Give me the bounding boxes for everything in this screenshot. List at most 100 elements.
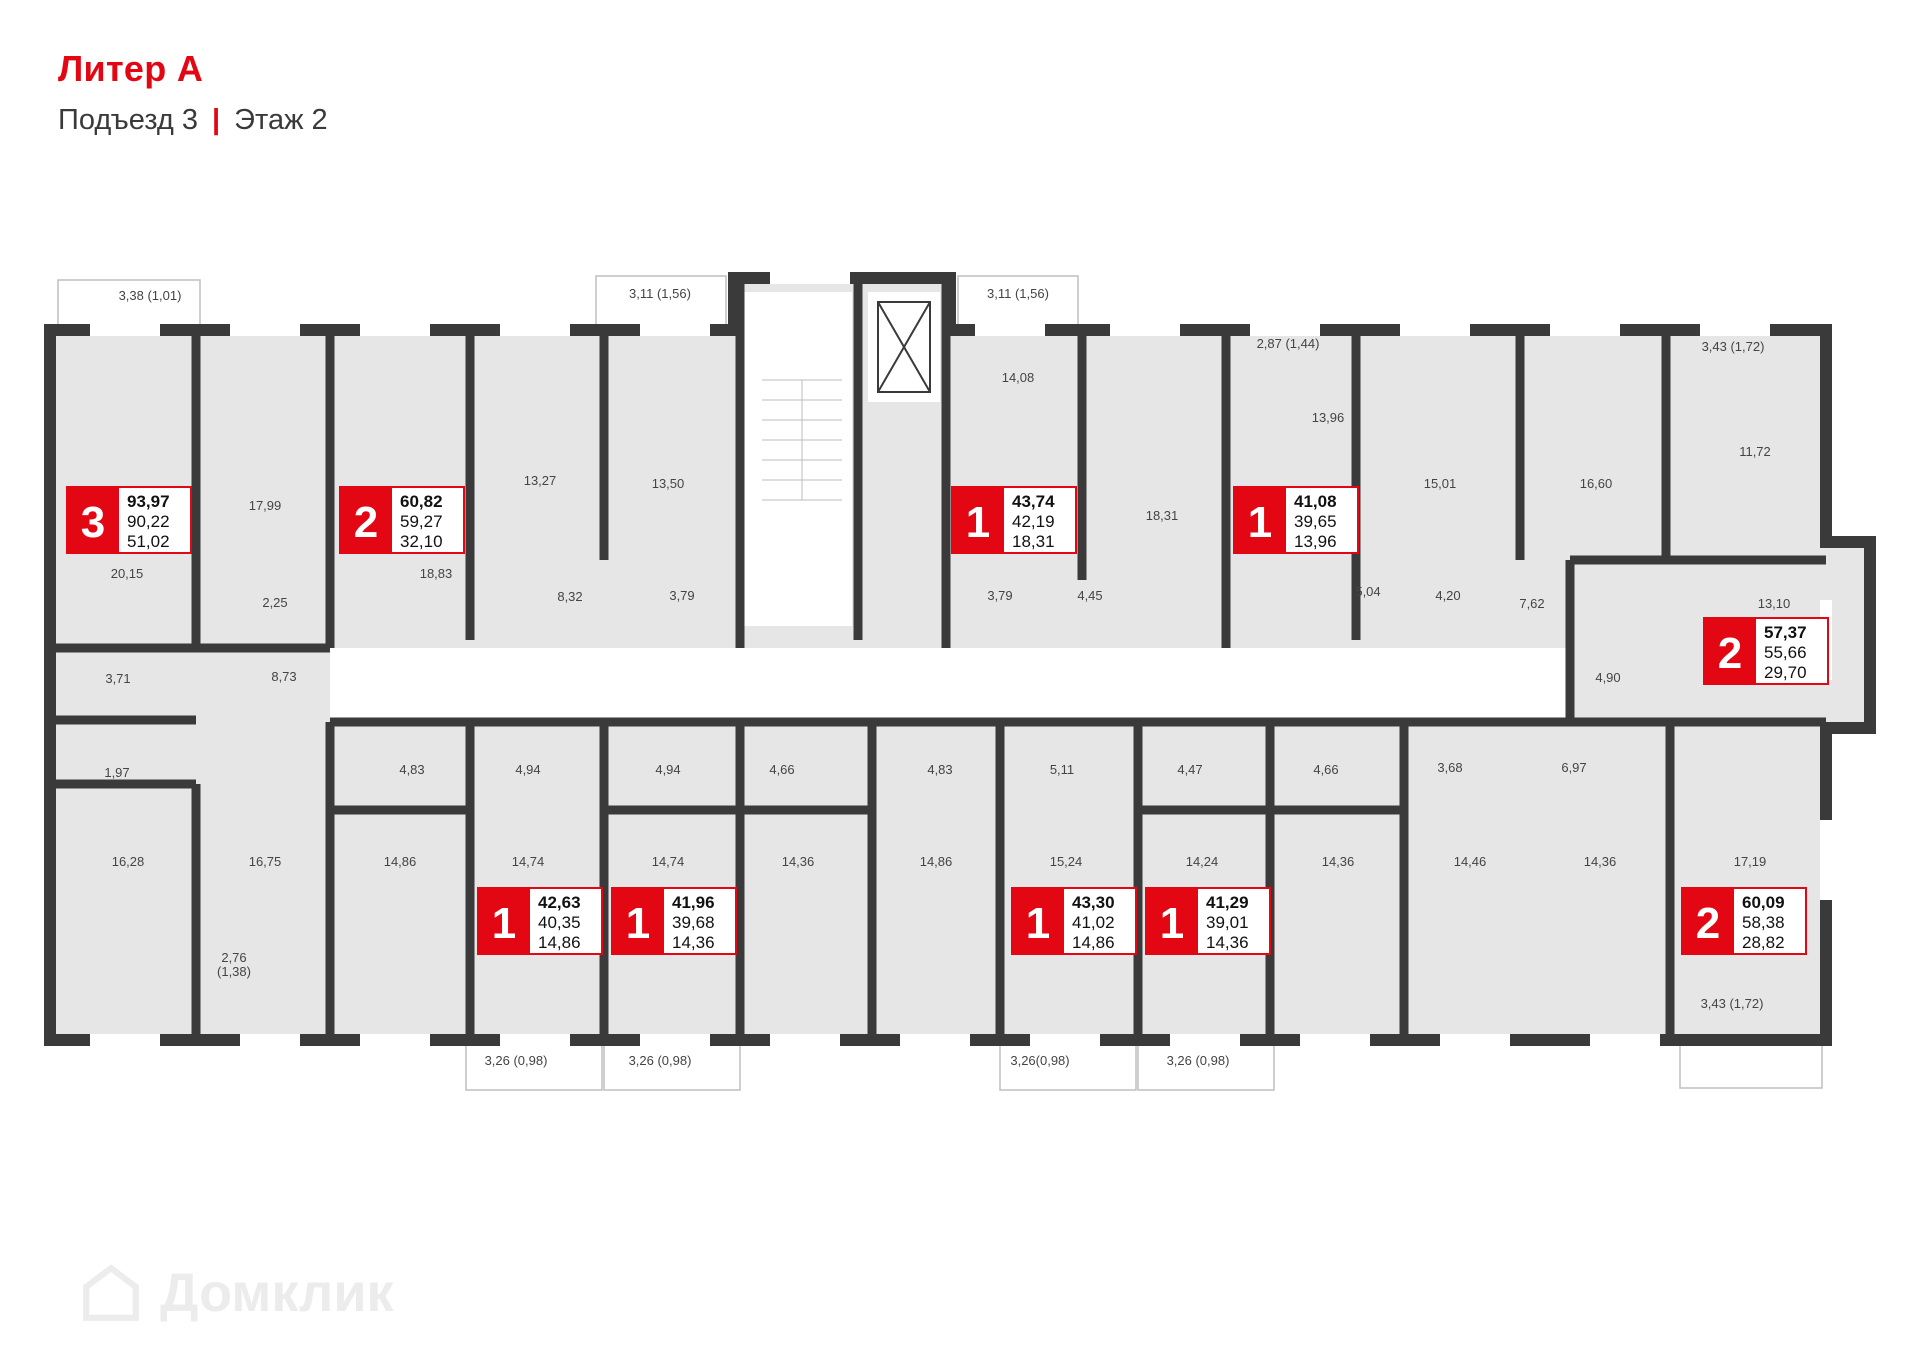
room-area-label: 3,43 (1,72) <box>1702 339 1765 354</box>
room-area-label: 3,38 (1,01) <box>119 288 182 303</box>
rooms-count: 3 <box>81 498 105 547</box>
room-area-label: 14,36 <box>1584 854 1617 869</box>
room-area-label: 13,27 <box>524 473 557 488</box>
room-area-label: 4,66 <box>769 762 794 777</box>
badge-rooms-box <box>478 888 530 954</box>
room-area-label: 3,68 <box>1437 760 1462 775</box>
room-area-label: 16,60 <box>1580 476 1613 491</box>
room-area-label: 2,87 (1,44) <box>1257 336 1320 351</box>
area-no-balcony: 59,27 <box>400 512 443 531</box>
room-area-label: 18,83 <box>420 566 453 581</box>
room-area-label: 2,25 <box>262 595 287 610</box>
room-area-label: 11,72 <box>1739 444 1771 459</box>
rooms-count: 1 <box>966 498 990 547</box>
room-area-label: (1,38) <box>217 964 251 979</box>
room-area-label: 14,74 <box>652 854 685 869</box>
area-no-balcony: 55,66 <box>1764 643 1807 662</box>
room-area-label: 3,11 (1,56) <box>629 286 691 301</box>
room-area-label: 14,08 <box>1002 370 1035 385</box>
room-area-label: 14,86 <box>384 854 417 869</box>
room-labels: 3,38 (1,01) 3,11 (1,56) 3,11 (1,56) 2,87 (1… <box>104 286 1790 1068</box>
living-area: 13,96 <box>1294 532 1337 551</box>
room-area-label: 14,46 <box>1454 854 1487 869</box>
balcony <box>603 1039 741 1091</box>
room-area-label: 3,26(0,98) <box>1010 1053 1069 1068</box>
windows <box>90 272 1832 1046</box>
room-area-label: 3,26 (0,98) <box>485 1053 548 1068</box>
room-area-label: 1,97 <box>104 765 129 780</box>
area-no-balcony: 42,19 <box>1012 512 1055 531</box>
room-area-label: 3,79 <box>669 588 694 603</box>
total-area: 41,29 <box>1206 893 1249 912</box>
floor-label: Этаж 2 <box>234 104 328 136</box>
room-area-label: 20,15 <box>111 566 144 581</box>
area-no-balcony: 39,65 <box>1294 512 1337 531</box>
room-area-label: 3,11 (1,56) <box>987 286 1049 301</box>
rooms-count: 1 <box>1248 498 1272 547</box>
living-area: 28,82 <box>1742 933 1785 952</box>
room-area-label: 4,83 <box>927 762 952 777</box>
room-area-label: 4,94 <box>655 762 680 777</box>
room-area-label: 16,28 <box>112 854 145 869</box>
room-area-label: 4,47 <box>1177 762 1202 777</box>
total-area: 57,37 <box>1764 623 1807 642</box>
watermark-text: Домклик <box>160 1263 394 1323</box>
plan-header: Литер А Подъезд 3|Этаж 2 <box>58 48 328 137</box>
room-area-label: 6,97 <box>1561 760 1586 775</box>
living-area: 29,70 <box>1764 663 1807 682</box>
badge-rooms-box <box>1682 888 1734 954</box>
room-area-label: 16,75 <box>249 854 282 869</box>
room-area-label: 4,90 <box>1595 670 1620 685</box>
rooms-count: 2 <box>1718 629 1742 678</box>
area-no-balcony: 41,02 <box>1072 913 1115 932</box>
badge-rooms-box <box>1234 487 1286 553</box>
room-area-label: 14,74 <box>512 854 545 869</box>
living-area: 14,86 <box>538 933 581 952</box>
room-area-label: 5,11 <box>1050 762 1074 777</box>
room-area-label: 5,04 <box>1355 584 1380 599</box>
living-area: 51,02 <box>127 532 170 551</box>
room-area-label: 4,83 <box>399 762 424 777</box>
room-area-label: 3,26 (0,98) <box>629 1053 692 1068</box>
watermark: Домклик <box>80 1262 394 1324</box>
balcony <box>1137 1039 1275 1091</box>
room-area-label: 14,36 <box>782 854 815 869</box>
area-no-balcony: 39,01 <box>1206 913 1249 932</box>
badge-rooms-box <box>612 888 664 954</box>
room-area-label: 4,20 <box>1435 588 1460 603</box>
room-area-label: 2,76 <box>221 950 246 965</box>
total-area: 93,97 <box>127 492 170 511</box>
rooms-count: 1 <box>1160 899 1184 948</box>
rooms-count: 2 <box>354 498 378 547</box>
total-area: 43,74 <box>1012 492 1055 511</box>
room-area-label: 14,24 <box>1186 854 1219 869</box>
room-area-label: 3,43 (1,72) <box>1701 996 1764 1011</box>
room-area-label: 4,66 <box>1313 762 1338 777</box>
corridor <box>330 648 1570 718</box>
room-area-label: 15,01 <box>1424 476 1457 491</box>
rooms-count: 1 <box>1026 899 1050 948</box>
room-area-label: 18,31 <box>1146 508 1179 523</box>
room-area-label: 4,45 <box>1077 588 1102 603</box>
area-no-balcony: 90,22 <box>127 512 170 531</box>
house-icon <box>83 1264 139 1321</box>
area-no-balcony: 58,38 <box>1742 913 1785 932</box>
area-no-balcony: 39,68 <box>672 913 715 932</box>
room-area-label: 4,94 <box>515 762 540 777</box>
room-area-label: 13,50 <box>652 476 685 491</box>
plan-subtitle: Подъезд 3|Этаж 2 <box>58 104 328 137</box>
total-area: 41,08 <box>1294 492 1337 511</box>
room-area-label: 17,19 <box>1734 854 1767 869</box>
